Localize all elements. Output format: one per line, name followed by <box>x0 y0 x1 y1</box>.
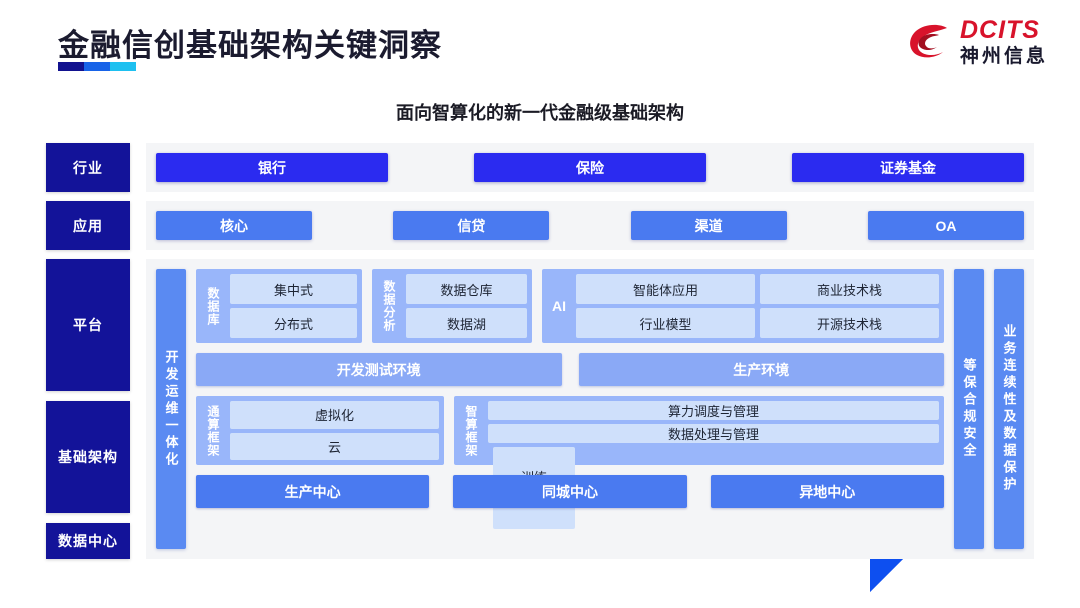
platform-core: 数据库 集中式 分布式 数据分析 数据 <box>196 269 944 549</box>
env-production[interactable]: 生产环境 <box>578 353 944 386</box>
platform-block: 平台 基础架构 数据中心 开发运维一体化 数据库 <box>46 259 1034 559</box>
env-dev-test[interactable]: 开发测试环境 <box>196 353 562 386</box>
group-database-cells: 集中式 分布式 <box>230 274 357 338</box>
group-intelligent-framework-label: 智算框架 <box>464 404 478 457</box>
intelligent-framework-main: 算力调度与管理 数据处理与管理 <box>488 401 939 443</box>
page-subtitle: 面向智算化的新一代金融级基础架构 <box>396 103 684 123</box>
application-chip-credit[interactable]: 信贷 <box>393 211 550 240</box>
band-compliance-label: 等保合规安全 <box>961 358 977 460</box>
band-compliance-security[interactable]: 等保合规安全 <box>954 269 984 549</box>
group-general-compute-framework: 通算框架 虚拟化 云 <box>196 396 444 465</box>
title-underline-bar <box>58 62 136 71</box>
right-bands: 等保合规安全 业务连续性及数据保护 <box>954 269 1024 549</box>
industry-chip-insurance[interactable]: 保险 <box>474 153 706 182</box>
dcits-swirl-icon <box>906 19 952 65</box>
datacenter-same-city[interactable]: 同城中心 <box>453 475 687 508</box>
group-ai-label-wrap: AI <box>547 274 571 338</box>
cell-commercial-tech-stack[interactable]: 商业技术栈 <box>760 274 939 304</box>
band-continuity-label: 业务连续性及数据保护 <box>1001 324 1017 494</box>
industry-panel: 银行 保险 证券基金 <box>146 143 1034 192</box>
underline-segment-blue <box>84 62 110 71</box>
cell-centralized[interactable]: 集中式 <box>230 274 357 304</box>
group-ai-column-1: 智能体应用 行业模型 <box>576 274 755 338</box>
cell-data-warehouse[interactable]: 数据仓库 <box>406 274 527 304</box>
industry-chip-securities-fund[interactable]: 证券基金 <box>792 153 1024 182</box>
cell-industry-model[interactable]: 行业模型 <box>576 308 755 338</box>
band-devops-integration[interactable]: 开发运维一体化 <box>156 269 186 549</box>
cell-distributed[interactable]: 分布式 <box>230 308 357 338</box>
cell-cloud[interactable]: 云 <box>230 432 439 460</box>
datacenter-production[interactable]: 生产中心 <box>196 475 430 508</box>
group-intelligent-framework-cells: 算力调度与管理 数据处理与管理 训练 推理 <box>488 401 939 529</box>
group-database-label: 数据库 <box>206 286 220 326</box>
brand-name-en: DCITS <box>959 16 1040 44</box>
datacenter-remote[interactable]: 异地中心 <box>710 475 944 508</box>
group-ai-label: AI <box>552 298 566 314</box>
application-row: 应用 核心 信贷 渠道 OA <box>46 201 1034 250</box>
datacenter-row: 生产中心 同城中心 异地中心 <box>196 475 944 508</box>
application-chip-core[interactable]: 核心 <box>156 211 312 240</box>
sidebar-item-industry[interactable]: 行业 <box>46 143 130 192</box>
brand-wordmark: DCITS 神州信息 <box>959 16 1048 67</box>
sidebar-item-platform[interactable]: 平台 <box>46 259 130 391</box>
brand-logo: DCITS 神州信息 <box>906 18 1048 66</box>
cell-data-processing[interactable]: 数据处理与管理 <box>488 424 939 443</box>
industry-row: 行业 银行 保险 证券基金 <box>46 143 1034 192</box>
group-database: 数据库 集中式 分布式 <box>196 269 362 343</box>
group-intelligent-compute-framework: 智算框架 算力调度与管理 数据处理与管理 训练 推理 <box>454 396 944 529</box>
group-general-framework-label: 通算框架 <box>206 404 220 457</box>
sidebar-item-application[interactable]: 应用 <box>46 201 130 250</box>
cell-compute-scheduling[interactable]: 算力调度与管理 <box>488 401 939 420</box>
group-data-analytics: 数据分析 数据仓库 数据湖 <box>372 269 532 343</box>
framework-row: 通算框架 虚拟化 云 智算框架 <box>196 396 944 529</box>
group-general-framework-cells: 虚拟化 云 <box>230 401 439 460</box>
group-ai-cells: 智能体应用 行业模型 商业技术栈 开源技术栈 <box>576 274 939 338</box>
group-ai-column-2: 商业技术栈 开源技术栈 <box>760 274 939 338</box>
group-database-label-wrap: 数据库 <box>201 274 225 338</box>
application-chip-oa[interactable]: OA <box>867 211 1024 240</box>
sidebar-lower-stack: 平台 基础架构 数据中心 <box>46 259 130 559</box>
band-business-continuity[interactable]: 业务连续性及数据保护 <box>994 269 1024 549</box>
band-devops-label: 开发运维一体化 <box>163 349 179 469</box>
cell-data-lake[interactable]: 数据湖 <box>406 308 527 338</box>
group-intelligent-framework-label-wrap: 智算框架 <box>459 401 483 460</box>
platform-panel: 开发运维一体化 数据库 集中式 分布式 <box>146 259 1034 559</box>
architecture-diagram: 行业 银行 保险 证券基金 应用 核心 信贷 渠道 OA 平台 基础架构 数据中… <box>46 143 1034 567</box>
group-analytics-label: 数据分析 <box>382 280 396 332</box>
group-analytics-cells: 数据仓库 数据湖 <box>406 274 527 338</box>
cell-opensource-tech-stack[interactable]: 开源技术栈 <box>760 308 939 338</box>
capability-group-row: 数据库 集中式 分布式 数据分析 数据 <box>196 269 944 343</box>
industry-chip-bank[interactable]: 银行 <box>156 153 388 182</box>
application-chip-channel[interactable]: 渠道 <box>630 211 787 240</box>
underline-segment-navy <box>58 62 84 71</box>
environment-row: 开发测试环境 生产环境 <box>196 353 944 386</box>
group-general-framework-label-wrap: 通算框架 <box>201 401 225 460</box>
underline-segment-cyan <box>110 62 136 71</box>
application-panel: 核心 信贷 渠道 OA <box>146 201 1034 250</box>
brand-name-cn: 神州信息 <box>959 46 1048 67</box>
sidebar-item-datacenter[interactable]: 数据中心 <box>46 523 130 559</box>
page-title: 金融信创基础架构关键洞察 <box>58 28 442 63</box>
group-analytics-label-wrap: 数据分析 <box>377 274 401 338</box>
cell-virtualization[interactable]: 虚拟化 <box>230 401 439 429</box>
sidebar-item-infrastructure[interactable]: 基础架构 <box>46 401 130 513</box>
cell-agent-application[interactable]: 智能体应用 <box>576 274 755 304</box>
group-ai: AI 智能体应用 行业模型 商业技术栈 开源技术栈 <box>542 269 944 343</box>
